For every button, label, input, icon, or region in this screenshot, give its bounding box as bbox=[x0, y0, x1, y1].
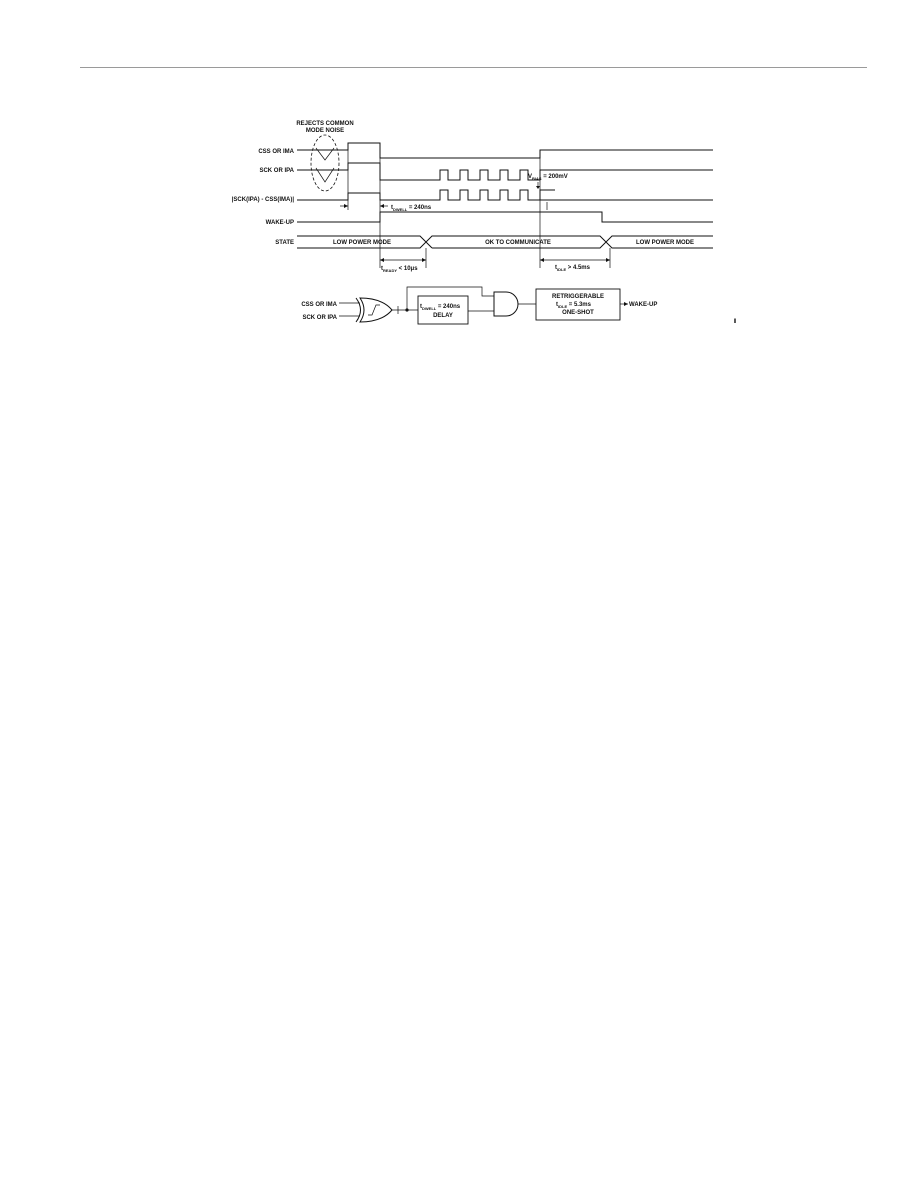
label-differential: |SCK(IPA) - CSS(IMA)| bbox=[232, 197, 295, 203]
tready-label: tREADY < 10μs bbox=[381, 266, 418, 273]
tidle-label: tIDLE > 4.5ms bbox=[555, 265, 591, 272]
vbias-arrowhead bbox=[536, 186, 540, 189]
waveform-differential bbox=[297, 189, 713, 201]
label-sck-or-ipa: SCK OR IPA bbox=[259, 168, 294, 174]
xor-gate-back bbox=[355, 297, 361, 323]
delay-tdwell: tDWELL = 240ns bbox=[420, 304, 461, 311]
delay-box bbox=[417, 295, 469, 325]
tdwell-label: tDWELL = 240ns bbox=[391, 205, 432, 212]
waveform-sck bbox=[297, 162, 713, 181]
oneshot-box bbox=[535, 288, 621, 321]
vbias-label: VBIAS = 200mV bbox=[528, 174, 568, 181]
tdwell-arrowhead bbox=[380, 204, 384, 208]
state-low-power-2: LOW POWER MODE bbox=[636, 240, 694, 246]
label-state: STATE bbox=[275, 240, 294, 246]
state-ok-to-communicate: OK TO COMMUNICATE bbox=[485, 240, 551, 246]
waveform-css bbox=[297, 142, 713, 159]
noise-peak-css bbox=[315, 147, 335, 161]
state-bus bbox=[297, 235, 713, 249]
annotation-line-2: MODE NOISE bbox=[306, 128, 344, 134]
noise-ellipse bbox=[310, 134, 340, 192]
and-gate bbox=[493, 291, 519, 317]
header-rule bbox=[80, 67, 867, 68]
hysteresis-symbol bbox=[368, 304, 380, 316]
bypass-wire bbox=[406, 286, 494, 310]
logic-input-css: CSS OR IMA bbox=[301, 302, 337, 308]
xor-gate-body bbox=[359, 297, 393, 323]
oneshot-title: RETRIGGERABLE bbox=[552, 294, 604, 300]
output-wake-up: WAKE-UP bbox=[629, 302, 657, 308]
state-low-power-1: LOW POWER MODE bbox=[333, 240, 391, 246]
delay-label: DELAY bbox=[433, 313, 453, 319]
corner-mark: ǁ bbox=[734, 319, 737, 325]
oneshot-label: ONE-SHOT bbox=[562, 310, 594, 316]
oneshot-tidle: tIDLE = 5.3ms bbox=[556, 302, 592, 309]
output-arrowhead bbox=[624, 302, 628, 306]
waveform-wake-up bbox=[297, 211, 713, 223]
annotation-line-1: REJECTS COMMON bbox=[296, 121, 353, 127]
noise-peak-sck bbox=[315, 167, 335, 183]
tdwell-lead-arrowhead bbox=[344, 204, 348, 208]
logic-input-sck: SCK OR IPA bbox=[302, 315, 337, 321]
label-wake-up: WAKE-UP bbox=[266, 220, 294, 226]
label-css-or-ima: CSS OR IMA bbox=[258, 149, 294, 155]
